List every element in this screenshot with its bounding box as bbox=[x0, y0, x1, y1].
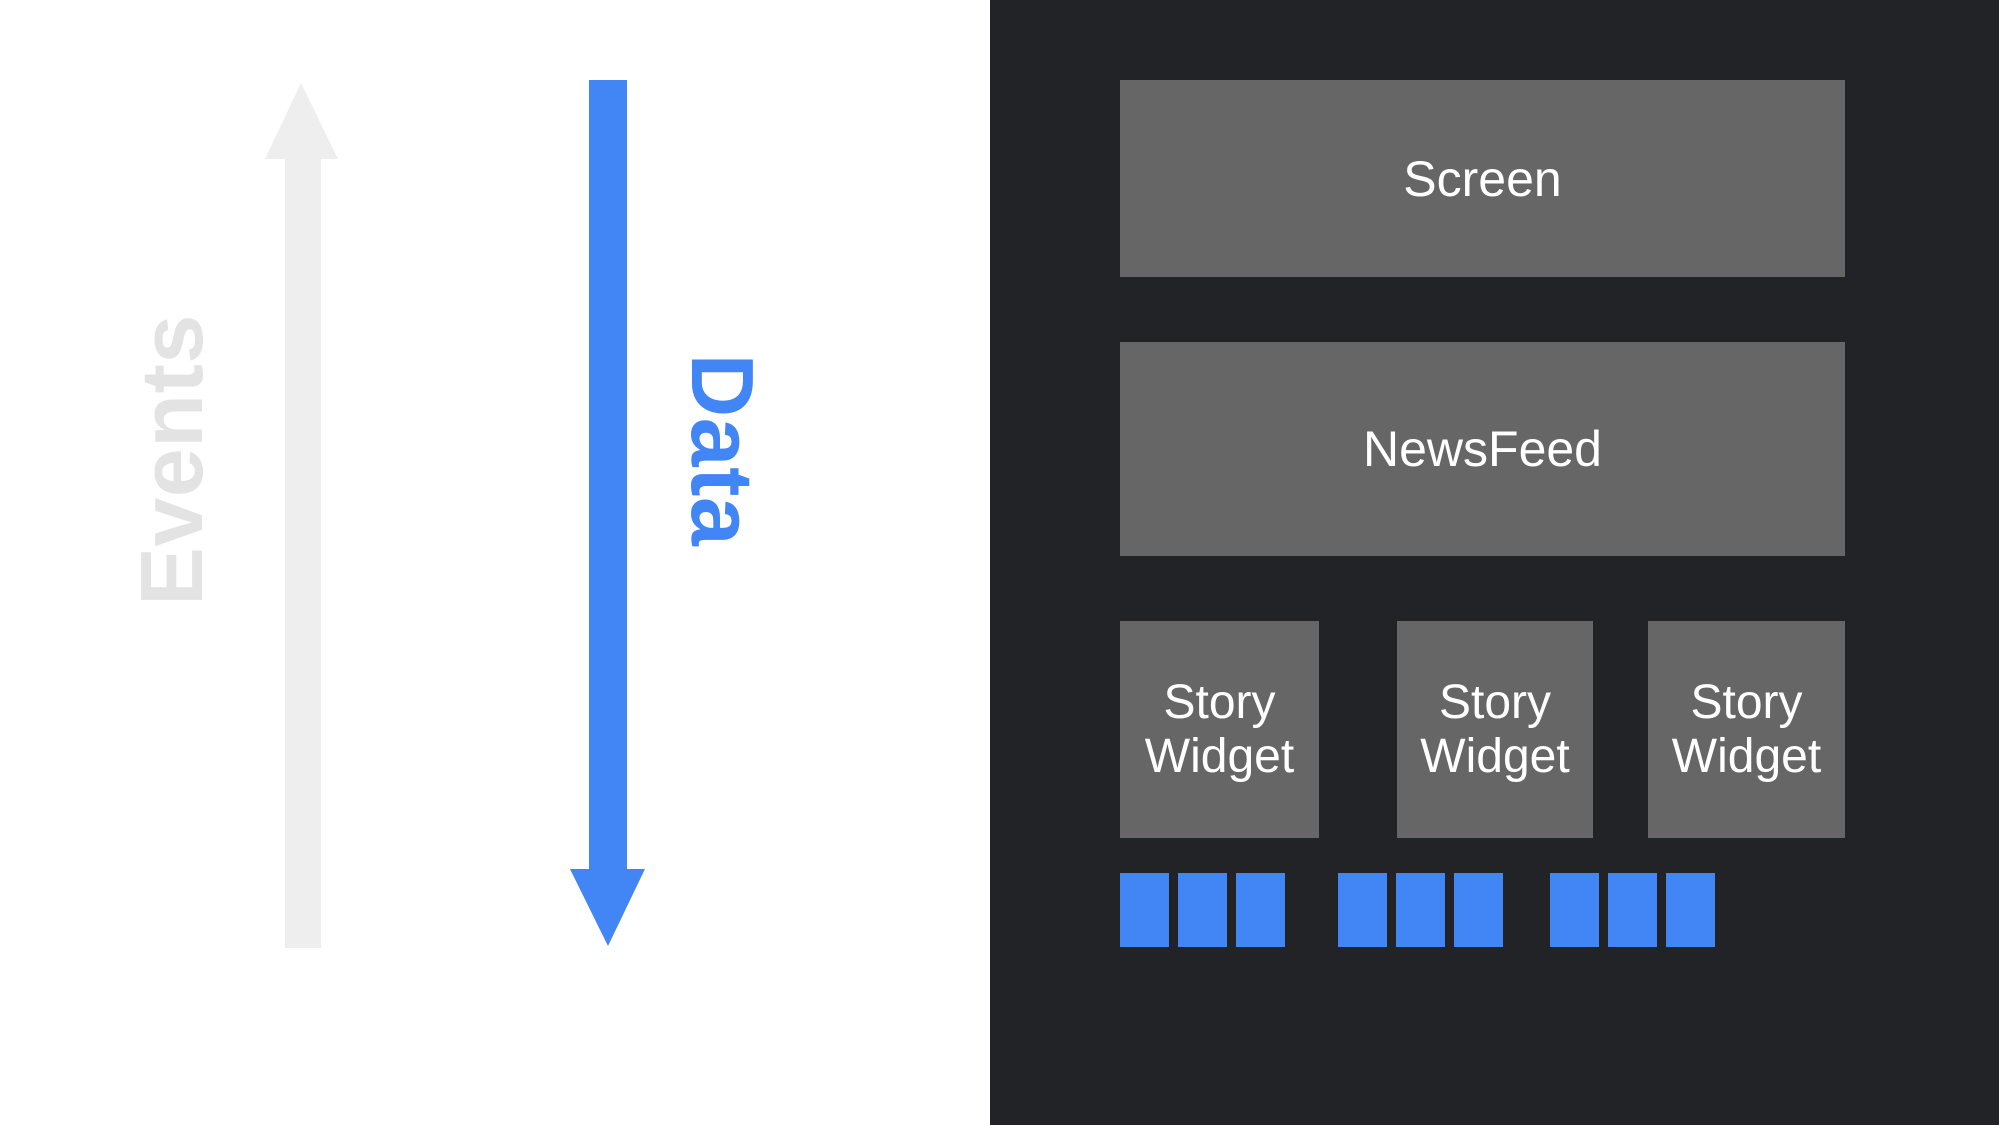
leaf-node[interactable] bbox=[1396, 873, 1445, 947]
flow-panel: Events Data bbox=[0, 0, 990, 1125]
node-story-widget-2-text: Story Widget bbox=[1420, 676, 1569, 784]
node-story-widget-3[interactable]: Story Widget bbox=[1648, 621, 1845, 838]
data-arrow-icon bbox=[570, 80, 645, 946]
story-label-line1: Story bbox=[1690, 675, 1803, 729]
events-flow-label: Events bbox=[122, 314, 221, 606]
story-label-line1: Story bbox=[1438, 675, 1551, 729]
story-label-line2: Widget bbox=[1671, 729, 1822, 783]
leaf-node[interactable] bbox=[1178, 873, 1227, 947]
node-newsfeed[interactable]: NewsFeed bbox=[1120, 342, 1845, 556]
flow-arrows bbox=[265, 80, 645, 948]
leaf-node[interactable] bbox=[1666, 873, 1715, 947]
data-flow-label: Data bbox=[673, 353, 772, 547]
leaf-node[interactable] bbox=[1454, 873, 1503, 947]
node-story-widget-1-text: Story Widget bbox=[1145, 676, 1294, 784]
leaf-node[interactable] bbox=[1608, 873, 1657, 947]
leaf-node[interactable] bbox=[1550, 873, 1599, 947]
story-label-line2: Widget bbox=[1144, 729, 1295, 783]
node-screen[interactable]: Screen bbox=[1120, 80, 1845, 277]
node-story-widget-3-text: Story Widget bbox=[1672, 676, 1821, 784]
story-label-line1: Story bbox=[1163, 675, 1276, 729]
widget-tree-panel: Screen NewsFeed Story Widget Story Widge… bbox=[990, 0, 1999, 1125]
leaf-node[interactable] bbox=[1236, 873, 1285, 947]
events-arrow-icon bbox=[265, 83, 338, 948]
story-label-line2: Widget bbox=[1420, 729, 1570, 783]
node-story-widget-2[interactable]: Story Widget bbox=[1397, 621, 1593, 838]
leaf-node[interactable] bbox=[1338, 873, 1387, 947]
leaf-node[interactable] bbox=[1120, 873, 1169, 947]
node-story-widget-1[interactable]: Story Widget bbox=[1120, 621, 1319, 838]
